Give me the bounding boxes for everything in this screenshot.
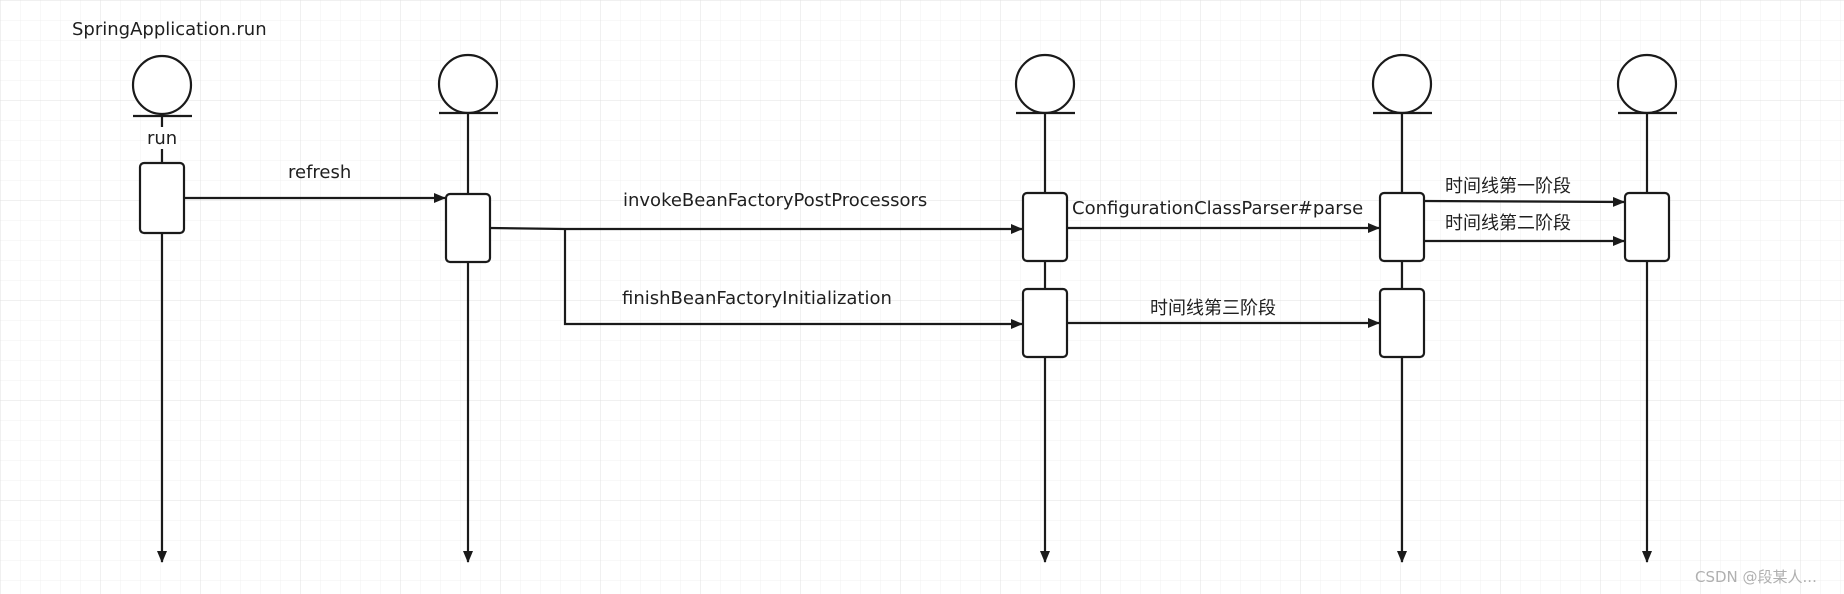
diagram-title: SpringApplication.run — [72, 19, 267, 40]
activation-box-run — [138, 161, 186, 235]
actor-head-3 — [1014, 53, 1076, 115]
label-phase3: 时间线第三阶段 — [1150, 298, 1276, 319]
activation-box-refresh — [444, 192, 492, 264]
lifeline-1 — [131, 54, 193, 563]
lifeline-2 — [437, 53, 499, 563]
activation-box-parse — [1378, 191, 1426, 263]
run-label-bg — [145, 127, 179, 149]
watermark: CSDN @段某人... — [1695, 568, 1817, 586]
activation-box-phases — [1623, 191, 1671, 263]
arrow-invoke — [489, 224, 1023, 234]
activation-box-finish — [1021, 287, 1069, 359]
label-invoke: invokeBeanFactoryPostProcessors — [623, 190, 927, 211]
label-finish: finishBeanFactoryInitialization — [622, 288, 892, 309]
arrow-finish — [563, 229, 1023, 329]
label-refresh: refresh — [288, 162, 351, 183]
activation-box-phase3 — [1378, 287, 1426, 359]
label-phase2: 时间线第二阶段 — [1445, 213, 1571, 234]
label-run: run — [147, 128, 177, 149]
actor-head-4 — [1371, 53, 1433, 115]
actor-head-1 — [131, 54, 193, 116]
arrow-phase1 — [1423, 196, 1625, 207]
label-phase1: 时间线第一阶段 — [1445, 176, 1571, 197]
actor-head-2 — [437, 53, 499, 115]
label-parse: ConfigurationClassParser#parse — [1072, 198, 1363, 219]
lifeline-4 — [1371, 53, 1433, 563]
actor-head-5 — [1616, 53, 1678, 115]
lifeline-3 — [1014, 53, 1076, 563]
activation-box-invoke — [1021, 191, 1069, 263]
lifeline-5 — [1616, 53, 1678, 563]
